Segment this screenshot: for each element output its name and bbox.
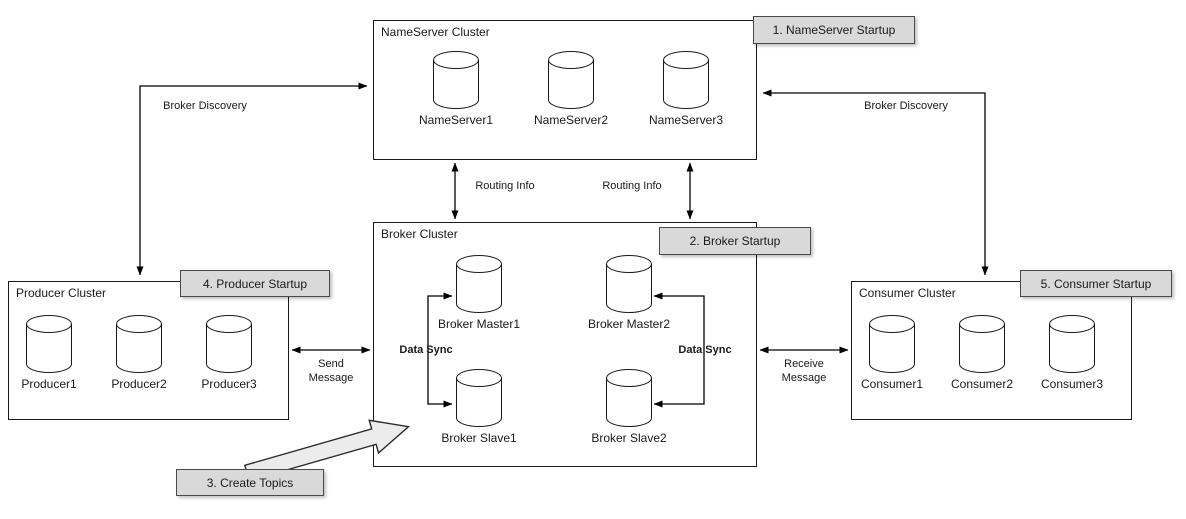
node-nameserver1: NameServer1 (411, 51, 501, 127)
database-cylinder-icon (663, 51, 709, 109)
step-badge-4: 4. Producer Startup (180, 270, 330, 297)
database-cylinder-icon (456, 255, 502, 313)
node-label: NameServer1 (418, 113, 494, 127)
node-label: Broker Slave1 (441, 431, 517, 445)
database-cylinder-icon (959, 315, 1005, 373)
data-sync-right-label: Data Sync (678, 344, 732, 356)
node-label: NameServer2 (533, 113, 609, 127)
node-label: Consumer1 (860, 377, 924, 391)
database-cylinder-icon (869, 315, 915, 373)
node-label: Producer2 (111, 377, 167, 391)
database-cylinder-icon (606, 255, 652, 313)
node-label: Producer3 (201, 377, 257, 391)
node-label: Broker Slave2 (591, 431, 667, 445)
node-broker-slave2: Broker Slave2 (584, 369, 674, 445)
database-cylinder-icon (206, 315, 252, 373)
node-nameserver2: NameServer2 (526, 51, 616, 127)
node-label: NameServer3 (648, 113, 724, 127)
node-label: Broker Master1 (437, 317, 521, 331)
node-label: Consumer3 (1040, 377, 1104, 391)
node-broker-master2: Broker Master2 (584, 255, 674, 331)
data-sync-left-label: Data Sync (399, 344, 453, 356)
receive-message-label: Receive Message (781, 358, 827, 384)
node-label: Consumer2 (950, 377, 1014, 391)
database-cylinder-icon (1049, 315, 1095, 373)
node-broker-master1: Broker Master1 (434, 255, 524, 331)
broker-discovery-left-label: Broker Discovery (163, 100, 247, 112)
routing-info-left-label: Routing Info (475, 180, 535, 192)
node-producer1: Producer1 (4, 315, 94, 391)
node-broker-slave1: Broker Slave1 (434, 369, 524, 445)
broker-discovery-right-label: Broker Discovery (864, 100, 948, 112)
nameserver-cluster-title: NameServer Cluster (381, 25, 490, 39)
database-cylinder-icon (26, 315, 72, 373)
step-badge-2: 2. Broker Startup (659, 227, 811, 255)
producer-cluster-title: Producer Cluster (16, 286, 107, 300)
producer-cluster-box: Producer Cluster Producer1 Producer2 Pro… (8, 281, 289, 420)
node-producer2: Producer2 (94, 315, 184, 391)
database-cylinder-icon (548, 51, 594, 109)
node-consumer2: Consumer2 (937, 315, 1027, 391)
broker-cluster-title: Broker Cluster (381, 227, 458, 241)
node-consumer3: Consumer3 (1027, 315, 1117, 391)
consumer-cluster-title: Consumer Cluster (859, 286, 956, 300)
routing-info-right-label: Routing Info (602, 180, 662, 192)
database-cylinder-icon (433, 51, 479, 109)
broker-discovery-left-arrow (136, 82, 368, 276)
node-label: Producer1 (21, 377, 77, 391)
node-label: Broker Master2 (587, 317, 671, 331)
database-cylinder-icon (456, 369, 502, 427)
database-cylinder-icon (116, 315, 162, 373)
step-badge-3: 3. Create Topics (176, 469, 324, 496)
send-message-label: Send Message (308, 358, 354, 384)
database-cylinder-icon (606, 369, 652, 427)
consumer-cluster-box: Consumer Cluster Consumer1 Consumer2 Con… (851, 281, 1132, 420)
nameserver-cluster-box: NameServer Cluster NameServer1 NameServe… (373, 20, 757, 160)
step-badge-1: 1. NameServer Startup (753, 16, 915, 44)
step-badge-5: 5. Consumer Startup (1020, 270, 1172, 297)
node-producer3: Producer3 (184, 315, 274, 391)
node-nameserver3: NameServer3 (641, 51, 731, 127)
node-consumer1: Consumer1 (847, 315, 937, 391)
